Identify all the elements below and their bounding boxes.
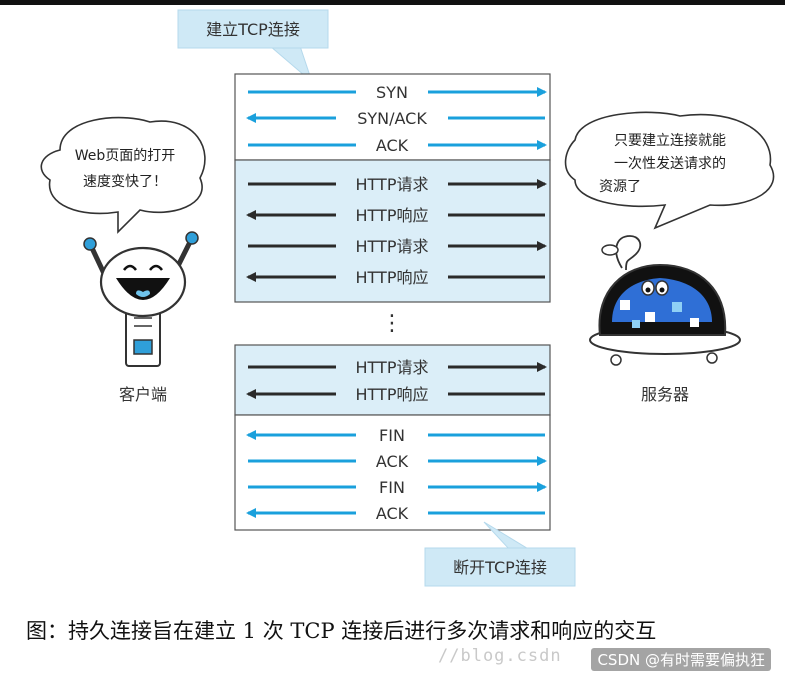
figure-caption: 图：持久连接旨在建立 1 次 TCP 连接后进行多次请求和响应的交互 xyxy=(26,619,657,643)
message-label: ACK xyxy=(376,452,409,471)
server-bubble-line-3: 资源了 xyxy=(599,179,641,195)
message-label: ACK xyxy=(376,504,409,523)
message-label: FIN xyxy=(379,478,405,497)
message-label: HTTP请求 xyxy=(356,358,429,377)
terminate-tcp-label: 断开TCP连接 xyxy=(453,558,547,577)
message-label: HTTP响应 xyxy=(356,268,429,287)
message-label: HTTP请求 xyxy=(356,237,429,256)
persistent-connection-diagram: 建立TCP连接 ⋮ SYN SYN/ACK ACK HTTP请求 HTTP响应 HTTP请… xyxy=(40,9,775,587)
message-label: HTTP响应 xyxy=(356,385,429,404)
message-label: HTTP响应 xyxy=(356,206,429,225)
server-label: 服务器 xyxy=(641,385,689,404)
client-bubble-line-2: 速度变快了！ xyxy=(83,174,167,190)
server-bubble-line-1: 只要建立连接就能 xyxy=(614,132,726,149)
establish-tcp-label: 建立TCP连接 xyxy=(206,20,300,39)
message-label: FIN xyxy=(379,426,405,445)
continuation-ellipsis: ⋮ xyxy=(381,311,403,336)
message-label: SYN/ACK xyxy=(357,109,427,128)
server-robot-illustration xyxy=(589,235,741,366)
server-bubble-line-2: 一次性发送请求的 xyxy=(614,156,726,172)
server-speech-bubble: 只要建立连接就能 一次性发送请求的 资源了 xyxy=(564,111,775,230)
client-robot-illustration xyxy=(83,231,199,367)
top-border xyxy=(0,0,785,5)
message-label: SYN xyxy=(376,83,408,102)
message-arrows: SYN SYN/ACK ACK HTTP请求 HTTP响应 HTTP请求 HTTP响应 HTT… xyxy=(246,83,547,523)
client-speech-bubble: Web页面的打开 速度变快了！ xyxy=(40,116,206,234)
client-bubble-line-1: Web页面的打开 xyxy=(75,147,176,164)
terminate-tcp-callout: 断开TCP连接 xyxy=(424,521,576,587)
client-label: 客户端 xyxy=(119,385,167,404)
message-label: ACK xyxy=(376,136,409,155)
csdn-attribution: CSDN @有时需要偏执狂 xyxy=(591,648,771,671)
blog-watermark: //blog.csdn xyxy=(438,646,562,666)
message-label: HTTP请求 xyxy=(356,175,429,194)
establish-tcp-callout: 建立TCP连接 xyxy=(177,9,329,84)
requests-panel-bottom xyxy=(234,344,551,416)
